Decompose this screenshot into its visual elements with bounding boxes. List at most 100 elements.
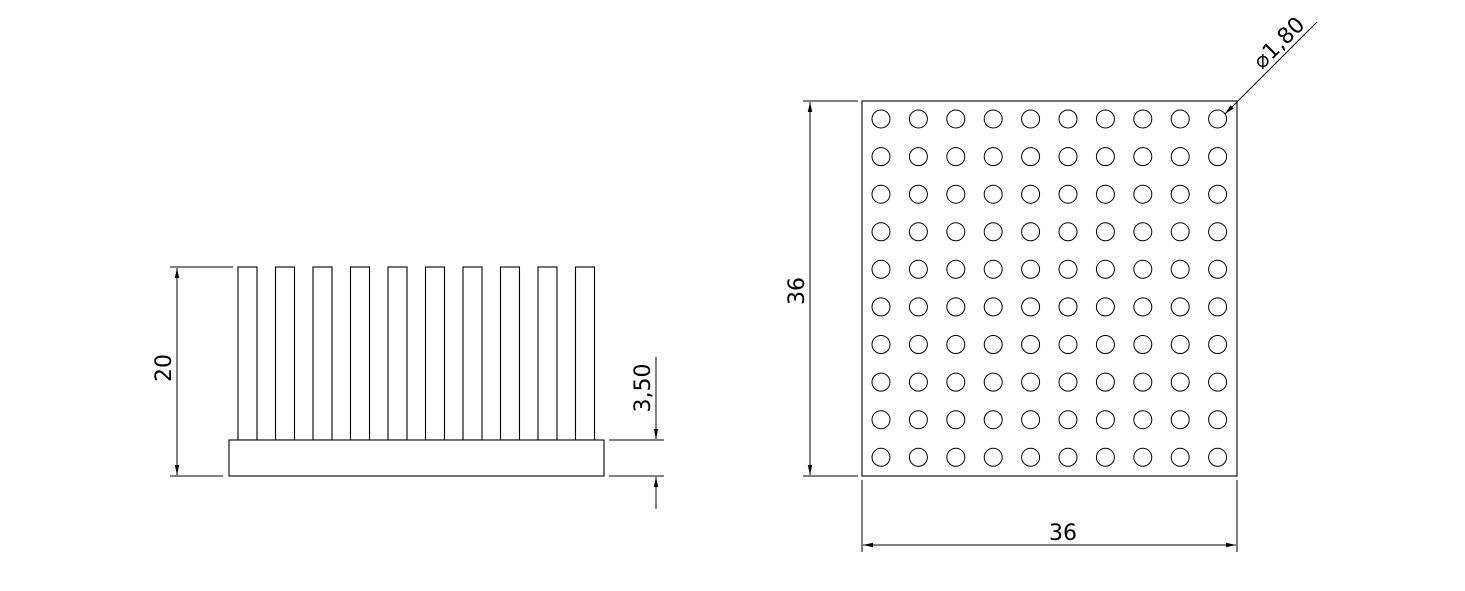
pin [946, 109, 966, 129]
pin [1021, 372, 1041, 392]
pin [871, 147, 891, 167]
pin [1021, 447, 1041, 467]
fin [574, 266, 596, 441]
pin [1021, 184, 1041, 204]
pin [908, 372, 928, 392]
pin [1095, 447, 1115, 467]
pin [908, 447, 928, 467]
pin [1208, 410, 1228, 430]
pin [871, 109, 891, 129]
pin [908, 147, 928, 167]
fin [462, 266, 483, 441]
pin [983, 184, 1003, 204]
pin [1095, 410, 1115, 430]
fin [349, 266, 371, 441]
pin [1021, 259, 1041, 279]
pin [1058, 184, 1078, 204]
pin [1208, 335, 1228, 354]
pin [946, 184, 966, 204]
pin [1170, 335, 1190, 354]
pin [1058, 447, 1078, 467]
pin [983, 109, 1003, 129]
fin [424, 266, 446, 441]
pin [871, 222, 891, 242]
pin [983, 447, 1003, 467]
pin [1133, 372, 1153, 392]
pin [1058, 109, 1078, 129]
pin [1058, 410, 1078, 430]
pin [908, 335, 928, 354]
pin [871, 335, 891, 354]
height-label: 20 [152, 354, 177, 382]
pin [871, 259, 891, 279]
pin [946, 259, 966, 279]
pin [1095, 335, 1115, 354]
pin [946, 147, 966, 167]
pin [871, 410, 891, 430]
pin [983, 372, 1003, 392]
pin [908, 410, 928, 430]
fin [312, 266, 333, 441]
pin [946, 372, 966, 392]
pin-grid [871, 109, 1228, 467]
pin [983, 222, 1003, 242]
pin [871, 184, 891, 204]
pin [1058, 147, 1078, 167]
pin [1133, 147, 1153, 167]
pin [1021, 410, 1041, 430]
fin-group [237, 266, 596, 441]
pin [1133, 109, 1153, 129]
pin [1095, 109, 1115, 129]
pin [1170, 259, 1190, 279]
pin [1021, 147, 1041, 167]
pin [1095, 222, 1115, 242]
pin [1170, 147, 1190, 167]
pin [1133, 184, 1153, 204]
pin [1058, 297, 1078, 317]
fin [537, 266, 558, 441]
height-label: 36 [785, 277, 810, 305]
pin [1058, 222, 1078, 242]
pin [1208, 184, 1228, 204]
pin [1095, 184, 1115, 204]
fin [274, 266, 296, 441]
pin [1021, 297, 1041, 317]
pin [1170, 297, 1190, 317]
side-view: 20 3,50 [152, 266, 664, 509]
width-dimension-top: 36 [861, 480, 1238, 552]
heatsink-outline [861, 100, 1238, 477]
pin [1133, 447, 1153, 467]
base-thickness-dimension: 3,50 [609, 357, 664, 509]
pin [946, 297, 966, 317]
pin [1133, 335, 1153, 354]
pin [1058, 259, 1078, 279]
pin [908, 109, 928, 129]
pin [1170, 372, 1190, 392]
pin [1208, 259, 1228, 279]
top-view: 36 36 ⌀1,80 [785, 13, 1318, 552]
height-dimension-top: 36 [785, 100, 858, 477]
pin [1133, 259, 1153, 279]
pin [871, 297, 891, 317]
pin [1208, 147, 1228, 167]
fin [499, 266, 521, 441]
pin [1021, 109, 1041, 129]
pin [983, 297, 1003, 317]
pin [1095, 372, 1115, 392]
pin [946, 447, 966, 467]
pin [946, 335, 966, 354]
height-dimension-side: 20 [152, 266, 233, 477]
pin [1095, 259, 1115, 279]
pin-diameter-callout: ⌀1,80 [1224, 13, 1318, 115]
fin [387, 266, 408, 441]
pin-diameter-label: ⌀1,80 [1249, 13, 1311, 75]
pin [1058, 372, 1078, 392]
heatsink-base [228, 439, 605, 477]
pin [1208, 109, 1228, 129]
pin [1170, 447, 1190, 467]
pin [946, 222, 966, 242]
pin [1170, 410, 1190, 430]
pin [1133, 410, 1153, 430]
pin [871, 447, 891, 467]
